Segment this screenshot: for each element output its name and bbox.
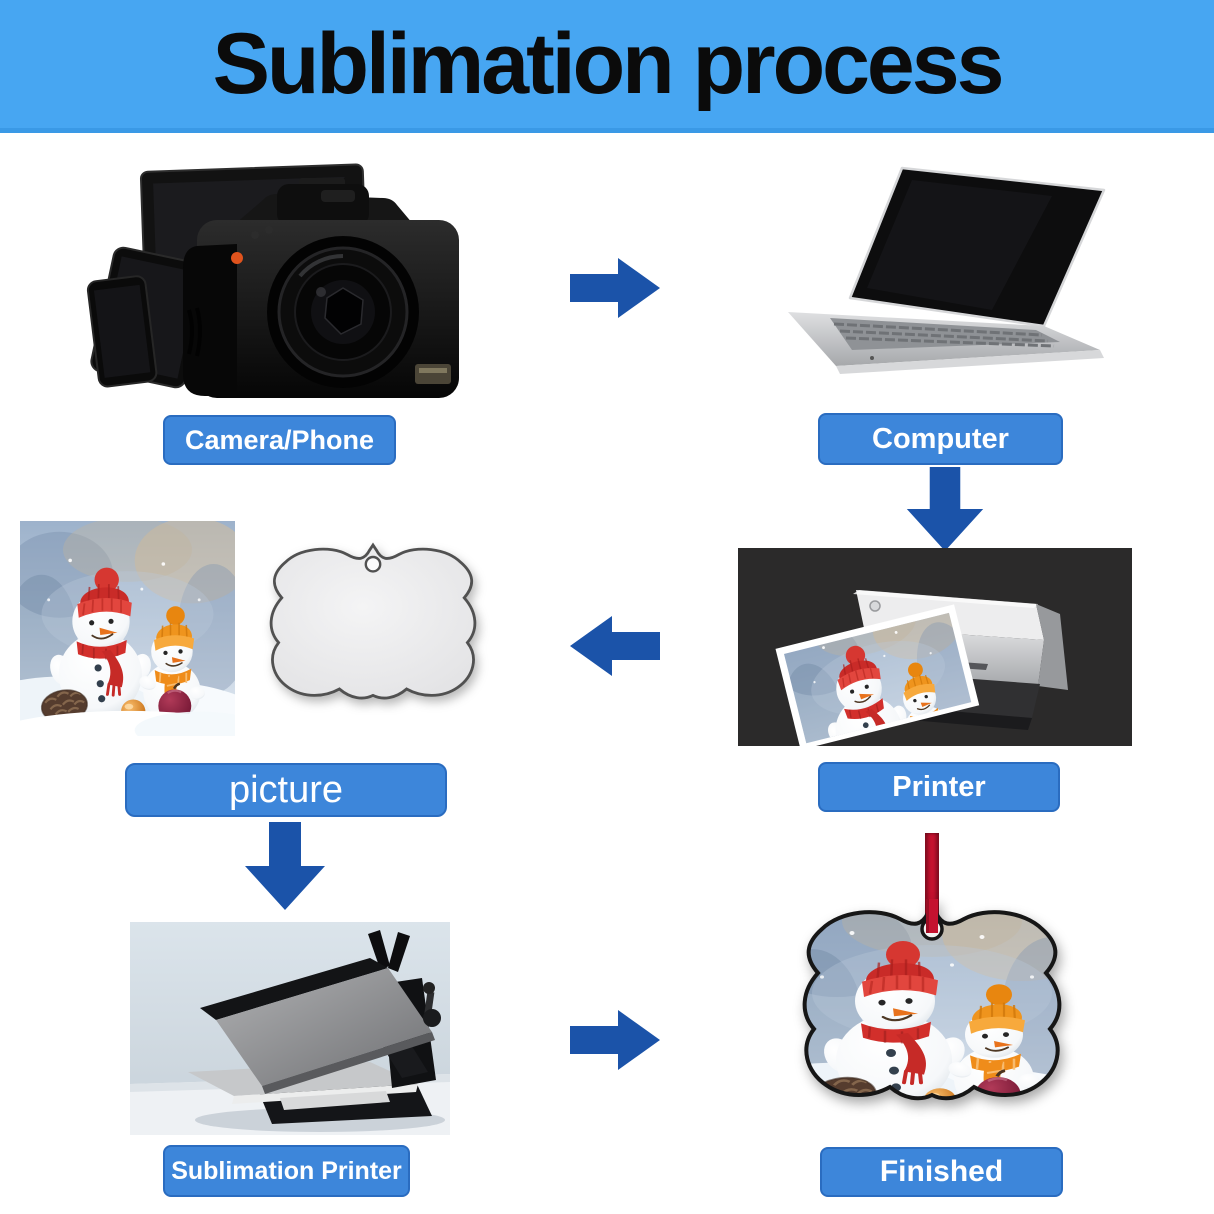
- dslr-camera-shape: [183, 178, 459, 398]
- step-label-sublimation-printer: Sublimation Printer: [163, 1145, 410, 1197]
- ornament-hole: [364, 555, 382, 573]
- arrow-right-press-to-finished-icon: [570, 1010, 660, 1070]
- title-banner: Sublimation process: [0, 0, 1214, 133]
- arrow-left-printer-to-picture-icon: [570, 616, 660, 676]
- printer-image: [775, 590, 1068, 746]
- arrow-down-picture-to-press-icon: [245, 822, 325, 910]
- step-label-finished: Finished: [820, 1147, 1063, 1197]
- printer-panel: [738, 548, 1132, 746]
- camera-devices-image: [86, 163, 459, 398]
- finished-ornament-image: [802, 899, 1062, 1101]
- arrow-right-camera-to-computer-icon: [570, 258, 660, 318]
- step-label-printer: Printer: [818, 762, 1060, 812]
- heat-press-image: [130, 922, 450, 1135]
- step-label-computer: Computer: [818, 413, 1063, 465]
- page-title: Sublimation process: [212, 16, 1005, 112]
- blank-ornament-image: [269, 543, 477, 700]
- printed-snowman-photo: [775, 604, 980, 746]
- phone-shape: [86, 275, 158, 388]
- step-label-camera: Camera/Phone: [163, 415, 396, 465]
- step-label-picture: picture: [125, 763, 447, 817]
- laptop-image: [788, 166, 1106, 374]
- arrow-down-computer-to-printer-icon: [906, 467, 984, 551]
- camera-red-dot: [231, 252, 243, 264]
- snowman-photo: [20, 521, 235, 736]
